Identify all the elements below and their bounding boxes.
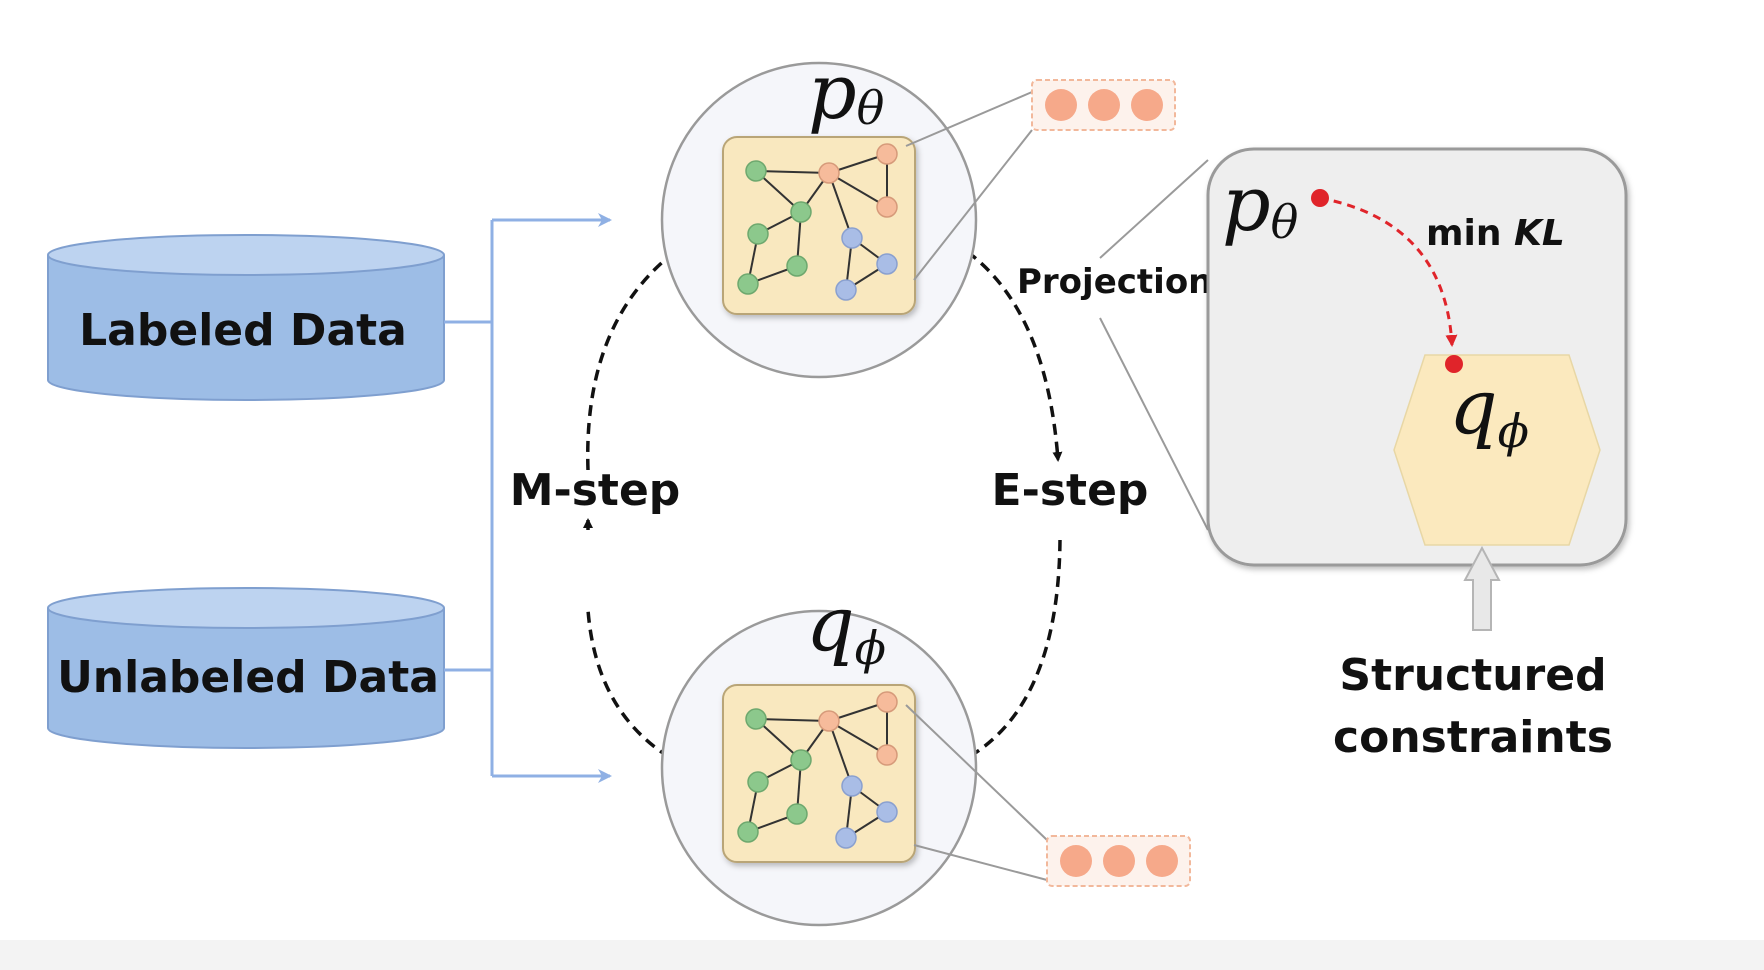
panel-q-phi-symbol: qϕ <box>1449 362 1529 458</box>
e-step-label: E-step <box>992 465 1149 516</box>
p-graph-box <box>722 136 916 315</box>
q-graph-nodes <box>737 691 898 849</box>
bottom-strip <box>0 940 1764 970</box>
projection-panel: pθ qϕ min KL <box>1206 147 1628 567</box>
unlabeled-data-label: Unlabeled Data <box>57 652 439 703</box>
projection-label: Projection <box>1017 262 1212 302</box>
constraints-arrow <box>1463 545 1501 631</box>
m-step-arc-lower <box>586 609 719 782</box>
labeled-data-label: Labeled Data <box>79 305 407 356</box>
p-output-vector <box>1031 79 1176 131</box>
m-step-label: M-step <box>510 465 681 516</box>
q-phi-model: qϕ <box>660 579 1191 927</box>
constraint-hexagon <box>1393 354 1601 546</box>
p-graph-nodes <box>737 143 898 301</box>
e-step-arc-upper <box>919 224 1063 462</box>
q-phi-point <box>1445 355 1463 373</box>
q-phi-symbol: qϕ <box>806 579 886 675</box>
data-connector <box>444 213 612 783</box>
constraints-label-line1: Structured <box>1339 650 1606 701</box>
projection-callout <box>1099 159 1209 531</box>
q-graph-box <box>722 684 916 863</box>
q-output-vector <box>1046 835 1191 887</box>
p-theta-model: pθ <box>660 47 1176 379</box>
unlabeled-data-cylinder: Unlabeled Data <box>47 587 445 749</box>
p-theta-point <box>1311 189 1329 207</box>
labeled-data-cylinder: Labeled Data <box>47 234 445 401</box>
kl-projection-arrow <box>1319 196 1458 347</box>
panel-p-theta-symbol: pθ <box>1222 159 1298 249</box>
min-kl-label: min KL <box>1426 213 1565 254</box>
p-theta-symbol: pθ <box>808 47 884 136</box>
constraints-label-line2: constraints <box>1333 712 1613 763</box>
